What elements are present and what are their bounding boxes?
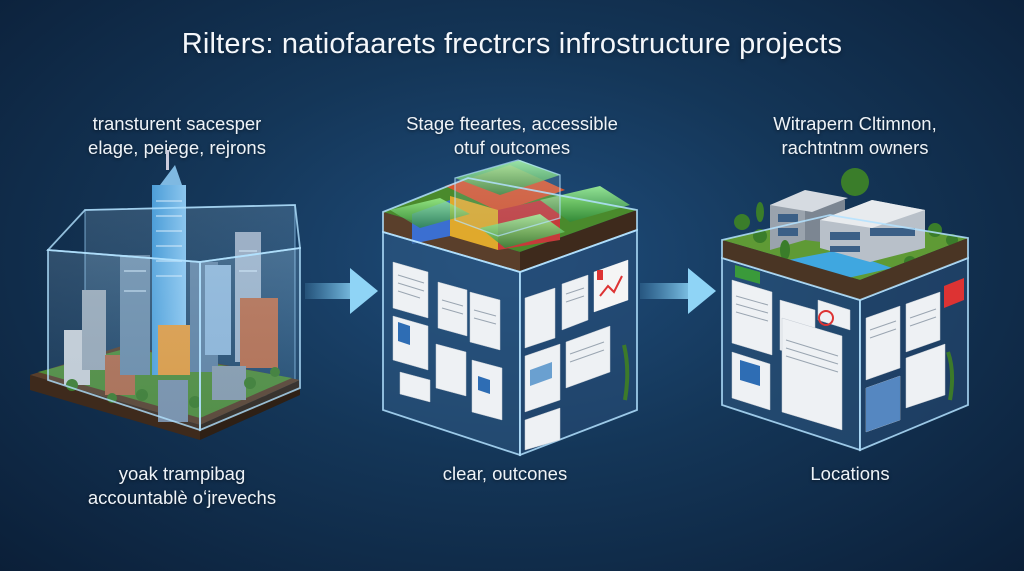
stage-2-bottom-caption: clear, outcones <box>405 462 605 486</box>
stage-1-top-caption: transturent sacesper elage, peiege, rejr… <box>62 112 292 160</box>
caption-line: transturent sacesper <box>92 113 262 134</box>
stage-2-top-caption: Stage fteartes, accessible otuf outcomes <box>372 112 652 160</box>
caption-line: elage, peiege, rejrons <box>88 137 266 158</box>
page-title: Rilters: natiofaarets frectrcrs infrostr… <box>181 28 843 60</box>
caption-line: Locations <box>810 463 890 484</box>
stage-3-bottom-caption: Locations <box>775 462 925 486</box>
arrow-right-icon <box>305 268 378 314</box>
city-skyline-cube-icon <box>30 150 301 440</box>
caption-line: otuf outcomes <box>453 137 571 158</box>
stage-3-top-caption: Witrapern Cltimnon, rachtntnm owners <box>735 112 975 160</box>
caption-line: rachtntnm owners <box>781 137 929 158</box>
caption-line: Witrapern Cltimnon, <box>773 113 937 134</box>
caption-line: Stage fteartes, accessible <box>406 113 618 134</box>
caption-line: clear, outcones <box>442 463 568 484</box>
stage-1-bottom-caption: yoak trampibag accountablè oʻjrevechs <box>62 462 302 510</box>
building-report-cube-icon <box>721 168 969 452</box>
arrow-right-icon <box>640 268 716 314</box>
document-cube-icon <box>382 159 638 457</box>
caption-line: yoak trampibag <box>118 463 246 484</box>
caption-line: accountablè oʻjrevechs <box>87 487 277 508</box>
